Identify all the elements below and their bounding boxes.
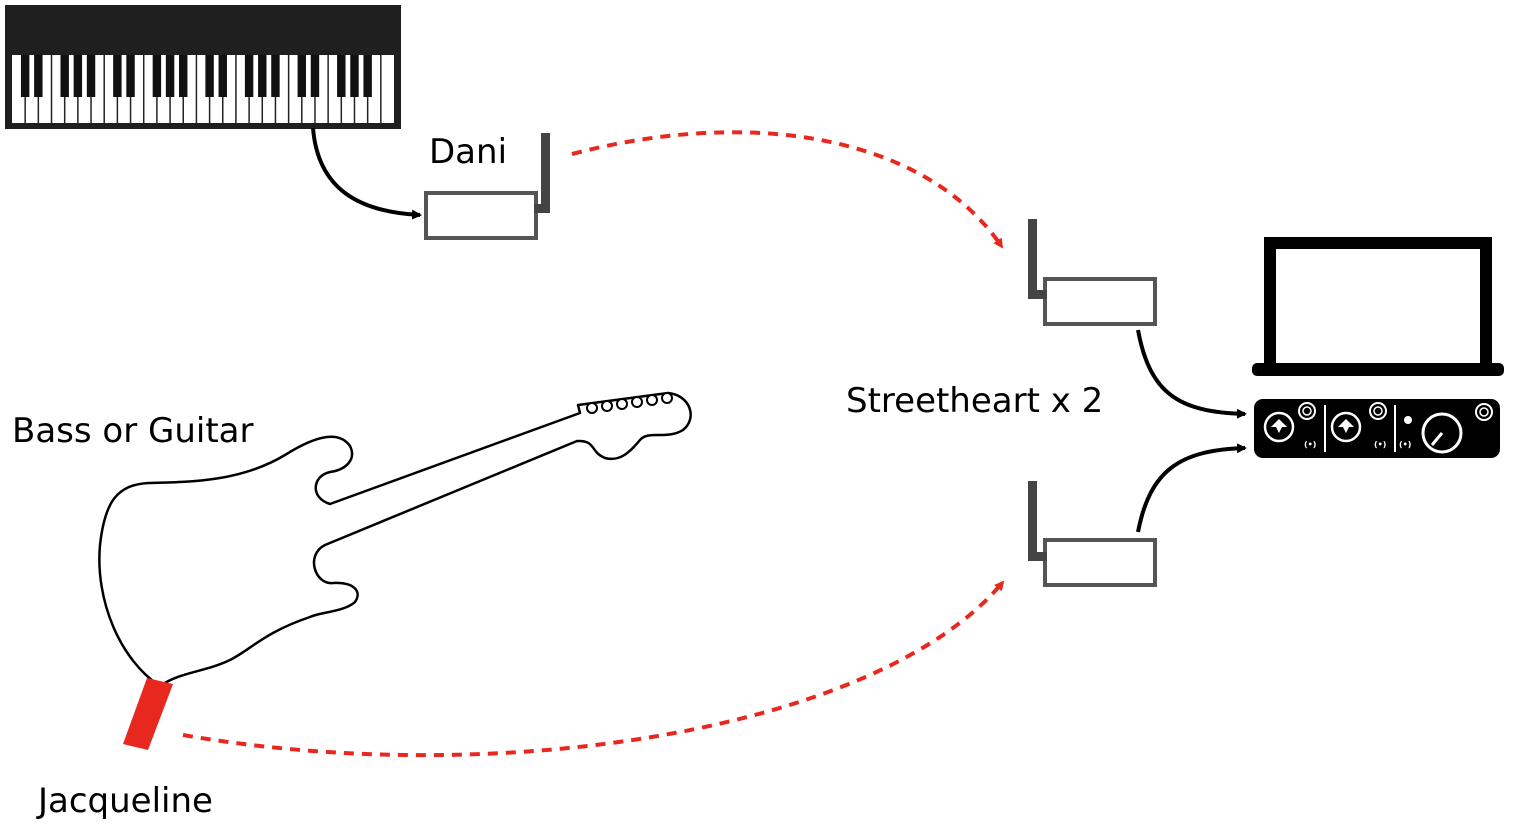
keyboard-cable [311,127,422,220]
black-key [20,55,30,97]
label-receivers: Streetheart x 2 [846,381,1104,421]
black-key [337,55,346,97]
receiver-icon [1028,481,1157,587]
keyboard-icon [5,5,401,129]
svg-text:(•): (•) [1399,440,1411,449]
receiver1-cable [1136,329,1247,419]
black-key [244,55,254,97]
black-key [218,55,227,97]
receiver2-cable [1136,443,1247,533]
black-key [113,55,122,97]
guitar-icon [98,391,692,688]
svg-text:(•): (•) [1304,440,1316,449]
black-key [297,55,307,97]
audio-interface-icon: (•) (•) (•) [1254,399,1500,458]
label-instrument: Bass or Guitar [12,411,254,451]
transmitter-icon [424,133,550,240]
label-jacqueline: Jacqueline [38,781,213,821]
black-key [179,55,188,97]
black-key [73,55,83,97]
black-key [350,55,359,97]
black-key [310,55,320,97]
svg-text:(•): (•) [1374,440,1386,449]
black-key [258,55,267,97]
black-key [126,55,135,97]
laptop-icon [1252,237,1504,376]
black-key [165,55,175,97]
plug-transmitter-icon [123,678,173,750]
black-key [60,55,69,97]
black-key [152,55,162,97]
black-key [34,55,43,97]
black-key [205,55,214,97]
receiver-icon [1028,219,1157,326]
black-key [363,55,372,97]
wireless-link-keyboard [571,130,1004,249]
label-dani: Dani [429,132,508,172]
black-key [271,55,280,97]
black-key [86,55,96,97]
